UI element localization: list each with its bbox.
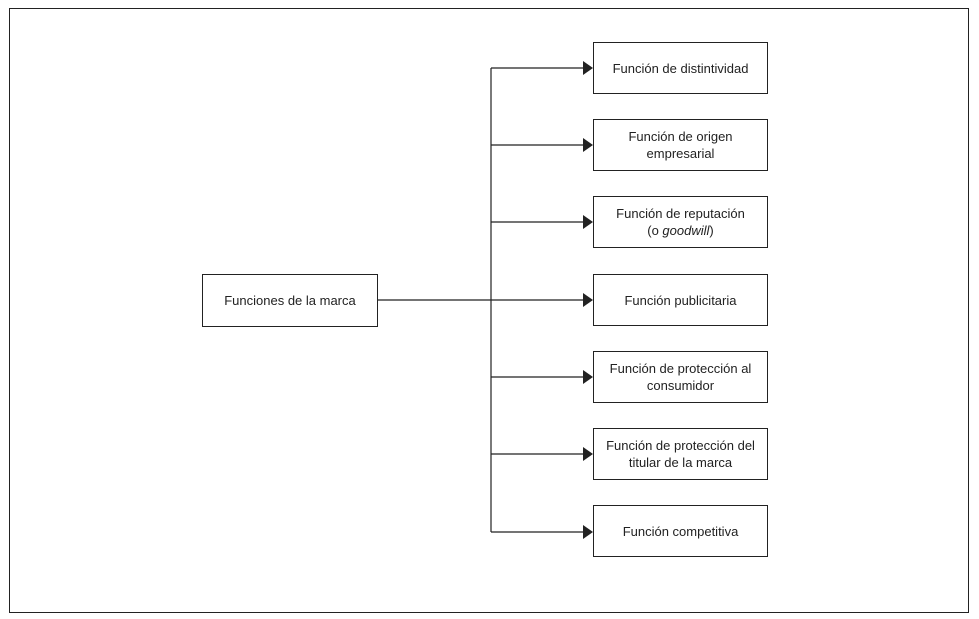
function-node-proteccion-titular: Función de protección del titular de la … xyxy=(593,428,768,480)
arrowhead-icon xyxy=(583,447,593,461)
arrowhead-icon xyxy=(583,370,593,384)
function-node-competitiva: Función competitiva xyxy=(593,505,768,557)
function-node-label-line: consumidor xyxy=(646,378,715,393)
function-node-label-line: Función de protección del xyxy=(606,438,755,453)
function-node-distintividad: Función de distintividad xyxy=(593,42,768,94)
function-node-label: Función competitiva xyxy=(622,523,739,539)
diagram-frame xyxy=(9,8,969,613)
function-node-label-line-goodwill: (o goodwill) xyxy=(647,223,714,238)
goodwill-italic-text: goodwill xyxy=(662,223,710,238)
function-node-label-line: titular de la marca xyxy=(628,455,733,470)
function-node-label-line: empresarial xyxy=(646,146,715,161)
function-node-label: Función publicitaria xyxy=(624,292,737,308)
function-node-label-line: Función de reputación xyxy=(616,206,745,221)
function-node-reputacion: Función de reputación (o goodwill) xyxy=(593,196,768,248)
arrowhead-icon xyxy=(583,215,593,229)
root-node-label: Funciones de la marca xyxy=(224,293,356,308)
arrowhead-icon xyxy=(583,138,593,152)
function-node-label-line: Función de protección al xyxy=(609,361,752,376)
function-node-label-line: Función de origen xyxy=(628,129,733,144)
arrowhead-icon xyxy=(583,525,593,539)
arrowhead-icon xyxy=(583,293,593,307)
function-node-publicitaria: Función publicitaria xyxy=(593,274,768,326)
function-node-origen-empresarial: Función de origen empresarial xyxy=(593,119,768,171)
arrowhead-icon xyxy=(583,61,593,75)
function-node-label: Función de distintividad xyxy=(612,60,749,76)
function-node-proteccion-consumidor: Función de protección al consumidor xyxy=(593,351,768,403)
root-node: Funciones de la marca xyxy=(202,274,378,327)
